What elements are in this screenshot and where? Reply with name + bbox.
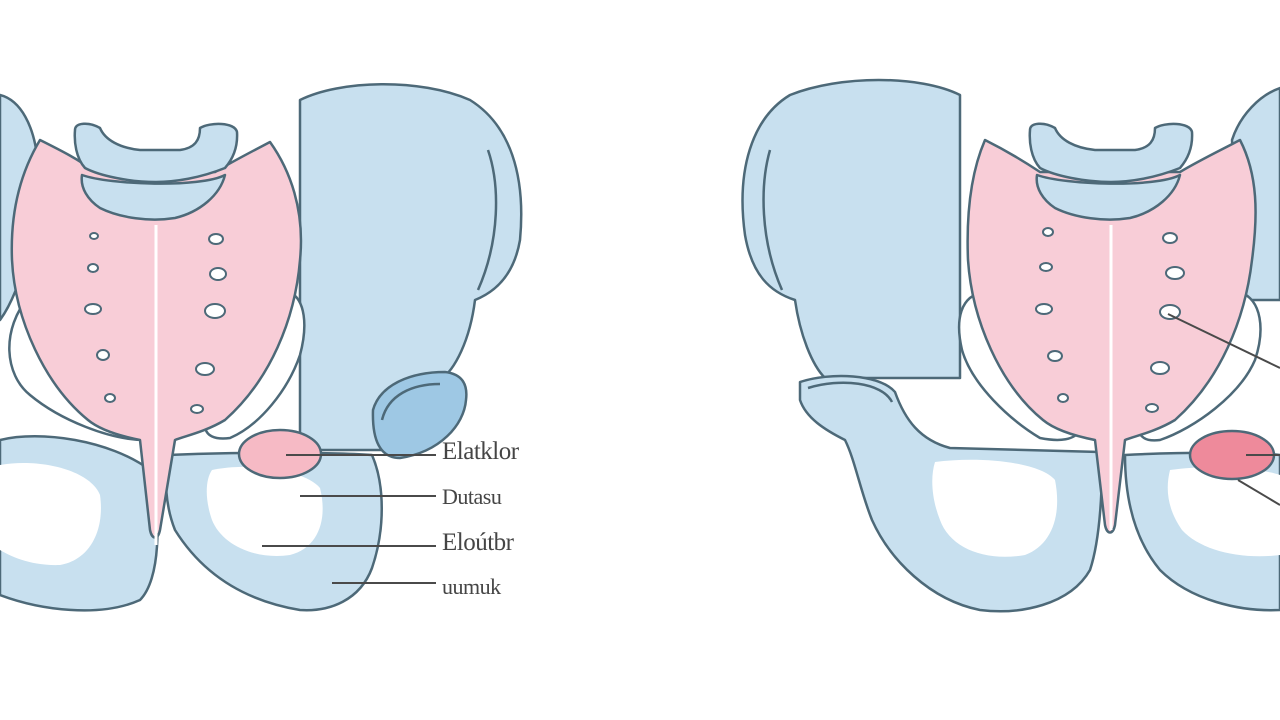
label-uumuk: uumuk <box>442 574 501 599</box>
sacral-body <box>80 173 227 221</box>
sacral-promontory <box>73 122 239 184</box>
label-eloutbr: Eloútbr <box>442 529 515 556</box>
right-diagram-acetabulum-rim <box>807 381 894 403</box>
sacral-foramina-left <box>84 232 116 403</box>
left-leader-lines <box>262 454 436 584</box>
iliac-crest-line <box>476 149 498 291</box>
right-diagram-ilium-wing <box>741 78 962 380</box>
right-diagram-obturator-foramen <box>932 459 1058 557</box>
left-obturator-foramen <box>0 463 101 566</box>
sacral-foramina-right <box>190 233 227 414</box>
left-pelvis-diagram: Elatklor Dutasu Eloútbr uumuk <box>0 83 523 612</box>
right-diagram-sacral-foramina-left <box>1035 227 1069 403</box>
acetabulum-rim <box>380 382 441 421</box>
right-diagram-sacral-body <box>1035 173 1182 221</box>
right-diagram-sacral-foramina-right <box>1145 232 1185 413</box>
label-elatklor: Elatklor <box>442 438 520 465</box>
right-diagram-iliac-crest-line <box>762 149 784 291</box>
right-pelvis-diagram <box>741 78 1280 613</box>
right-obturator-foramen <box>206 466 323 556</box>
label-dutasu: Dutasu <box>442 484 502 509</box>
right-leader-lines <box>1167 313 1280 506</box>
right-diagram-sacral-promontory <box>1028 122 1194 184</box>
